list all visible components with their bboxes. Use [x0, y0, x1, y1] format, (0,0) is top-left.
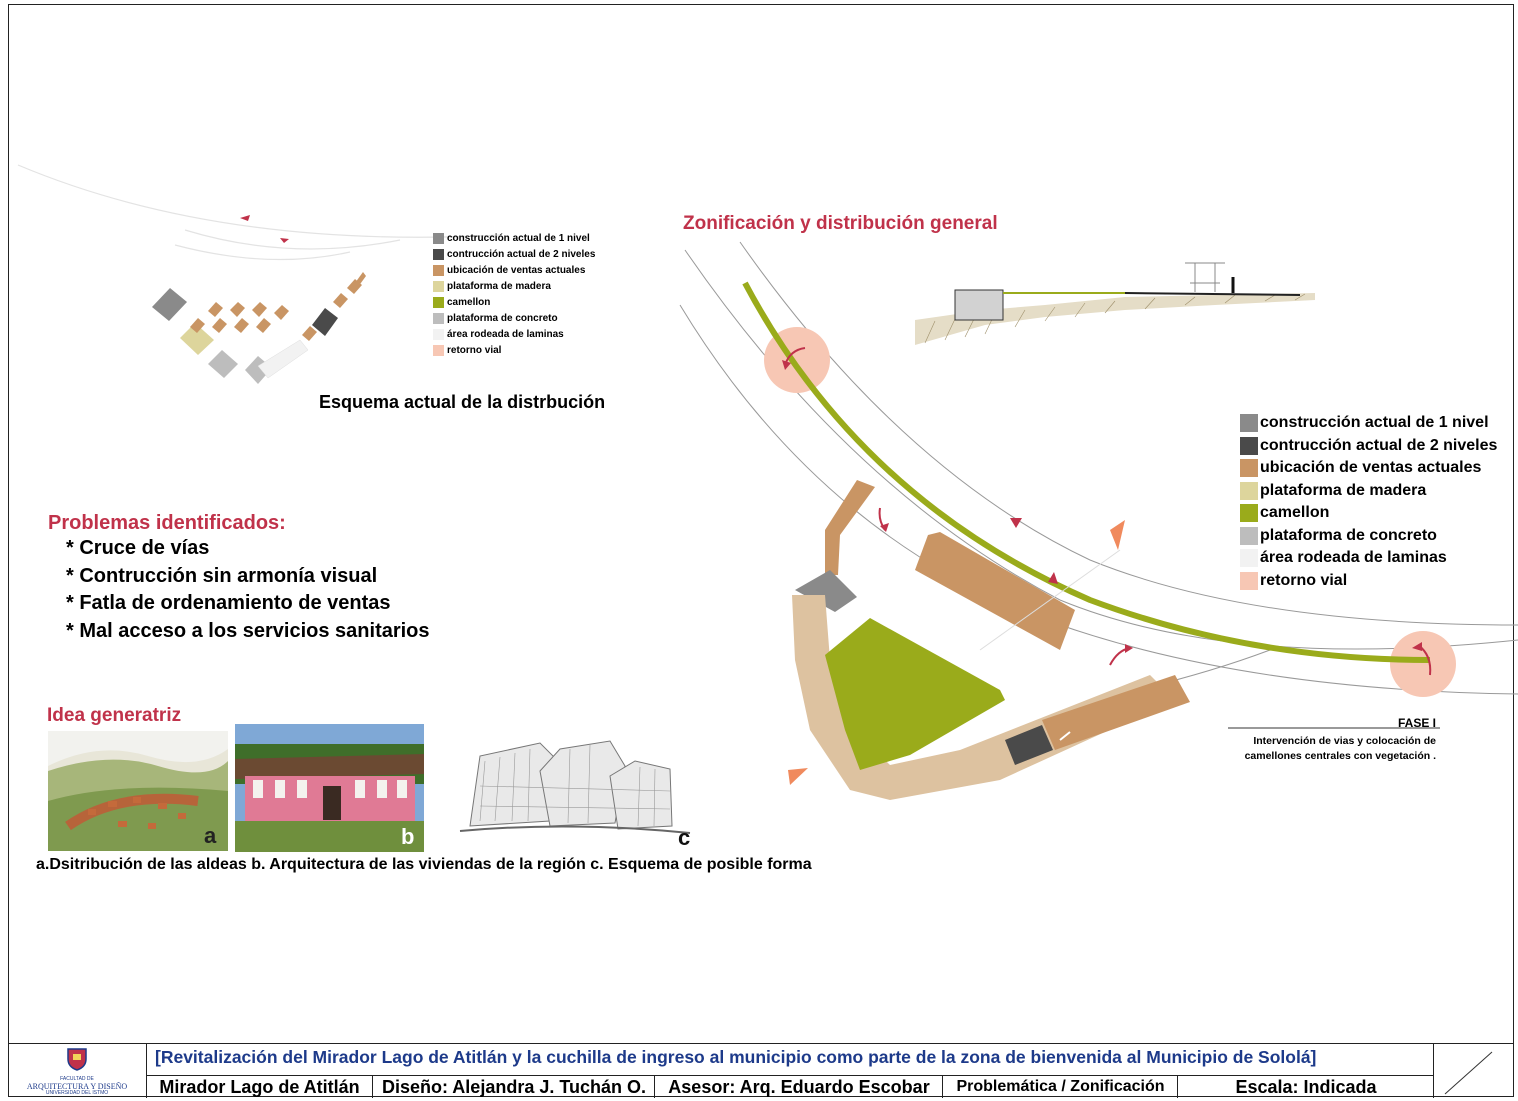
legend-swatch [433, 232, 444, 244]
village-distribution-image: a [48, 731, 228, 851]
legend-item: camellon [433, 294, 595, 310]
logo-line: FACULTAD DE [60, 1076, 94, 1082]
current-scheme-caption: Esquema actual de la distrbución [319, 392, 606, 412]
legend-label: camellon [447, 296, 491, 308]
legend-item: contrucción actual de 2 niveles [433, 246, 595, 262]
problems-title: Problemas identificados: [48, 512, 286, 534]
title-block-main: [Revitalización del Mirador Lago de Atit… [146, 1044, 1434, 1098]
phase-description: Intervención de vias y colocación de cam… [1206, 734, 1436, 764]
scale-cell: Escala: Indicada [1177, 1076, 1434, 1098]
legend-label: retorno vial [447, 344, 502, 356]
legend-label: construcción actual de 1 nivel [447, 232, 590, 244]
drawing-sheet [8, 4, 1514, 1097]
problem-item: * Cruce de vías [66, 537, 210, 559]
legend-swatch [1240, 414, 1258, 433]
zoning-site-plan [679, 241, 1518, 800]
legend-swatch [433, 312, 444, 324]
zoning-legend: construcción actual de 1 nivel contrucci… [1240, 412, 1497, 592]
legend-item: camellon [1240, 502, 1497, 525]
legend-item: ubicación de ventas actuales [433, 262, 595, 278]
legend-swatch [433, 280, 444, 292]
possible-form-sketch: c [440, 731, 700, 849]
logo-line: ARQUITECTURA Y DISEÑO [26, 1082, 128, 1091]
legend-item: plataforma de concreto [1240, 525, 1497, 548]
legend-swatch [1240, 504, 1258, 523]
title-block: FACULTAD DE ARQUITECTURA Y DISEÑO UNIVER… [8, 1043, 1514, 1098]
legend-label: plataforma de madera [1260, 481, 1427, 499]
current-legend: construcción actual de 1 nivel contrucci… [433, 230, 595, 358]
legend-label: plataforma de concreto [447, 312, 558, 324]
idea-title: Idea generatriz [47, 705, 182, 726]
legend-swatch [433, 264, 444, 276]
legend-label: retorno vial [1260, 571, 1348, 589]
phase-text-line: camellones centrales con vegetación . [1244, 750, 1436, 762]
problems-block: Problemas identificados: * Cruce de vías… [48, 511, 430, 645]
project-title: [Revitalización del Mirador Lago de Atit… [155, 1047, 1317, 1067]
legend-label: plataforma de concreto [1260, 526, 1437, 544]
legend-label: camellon [1260, 504, 1330, 522]
image-letter: c [678, 825, 691, 849]
legend-item: retorno vial [433, 342, 595, 358]
phase-title: FASE I [1397, 716, 1436, 730]
regional-architecture-image: b [235, 724, 424, 852]
legend-swatch [1240, 571, 1258, 590]
legend-swatch [433, 248, 444, 260]
sheet-number-slash [1444, 1051, 1493, 1095]
phase-text-line: Intervención de vias y colocación de [1253, 735, 1436, 747]
legend-item: construcción actual de 1 nivel [433, 230, 595, 246]
legend-label: ubicación de ventas actuales [1260, 459, 1482, 477]
legend-item: plataforma de madera [433, 278, 595, 294]
legend-item: contrucción actual de 2 niveles [1240, 435, 1497, 458]
location-cell: Mirador Lago de Atitlán [159, 1076, 360, 1097]
current-distribution-scheme [17, 164, 501, 384]
legend-item: área rodeada de laminas [433, 326, 595, 342]
legend-label: contrucción actual de 2 niveles [447, 248, 596, 260]
legend-item: plataforma de concreto [433, 310, 595, 326]
image-letter: b [401, 824, 415, 849]
legend-label: área rodeada de laminas [447, 328, 564, 340]
legend-swatch [1240, 459, 1258, 478]
legend-item: área rodeada de laminas [1240, 547, 1497, 570]
legend-swatch [433, 296, 444, 308]
legend-swatch [1240, 436, 1258, 455]
legend-swatch [433, 344, 444, 356]
legend-swatch [1240, 549, 1258, 568]
title-block-divider [147, 1075, 1433, 1076]
zoning-title: Zonificación y distribución general [683, 213, 998, 234]
legend-item: ubicación de ventas actuales [1240, 457, 1497, 480]
legend-label: ubicación de ventas actuales [447, 264, 586, 276]
legend-swatch [433, 328, 444, 340]
legend-label: construcción actual de 1 nivel [1260, 414, 1489, 432]
legend-label: área rodeada de laminas [1260, 549, 1447, 567]
idea-caption: a.Dsitribución de las aldeas b. Arquitec… [36, 856, 812, 873]
shield-icon [67, 1048, 87, 1071]
legend-swatch [1240, 481, 1258, 500]
advisor-cell: Asesor: Arq. Eduardo Escobar [654, 1076, 943, 1098]
legend-item: retorno vial [1240, 570, 1497, 593]
problem-item: * Contrucción sin armonía visual [66, 564, 378, 587]
problem-item: * Fatla de ordenamiento de ventas [66, 592, 391, 614]
problem-item: * Mal acceso a los servicios sanitarios [66, 619, 430, 642]
university-logo: FACULTAD DE ARQUITECTURA Y DISEÑO UNIVER… [8, 1044, 146, 1098]
sheet-topic-cell: Problemática / Zonificación [942, 1076, 1178, 1098]
legend-label: plataforma de madera [447, 280, 551, 292]
legend-item: construcción actual de 1 nivel [1240, 412, 1497, 435]
designer-cell: Diseño: Alejandra J. Tuchán O. [372, 1076, 655, 1098]
legend-label: contrucción actual de 2 niveles [1260, 436, 1498, 454]
legend-swatch [1240, 526, 1258, 545]
legend-item: plataforma de madera [1240, 480, 1497, 503]
logo-line: UNIVERSIDAD DEL ISTMO [45, 1090, 109, 1096]
image-letter: a [204, 823, 217, 848]
